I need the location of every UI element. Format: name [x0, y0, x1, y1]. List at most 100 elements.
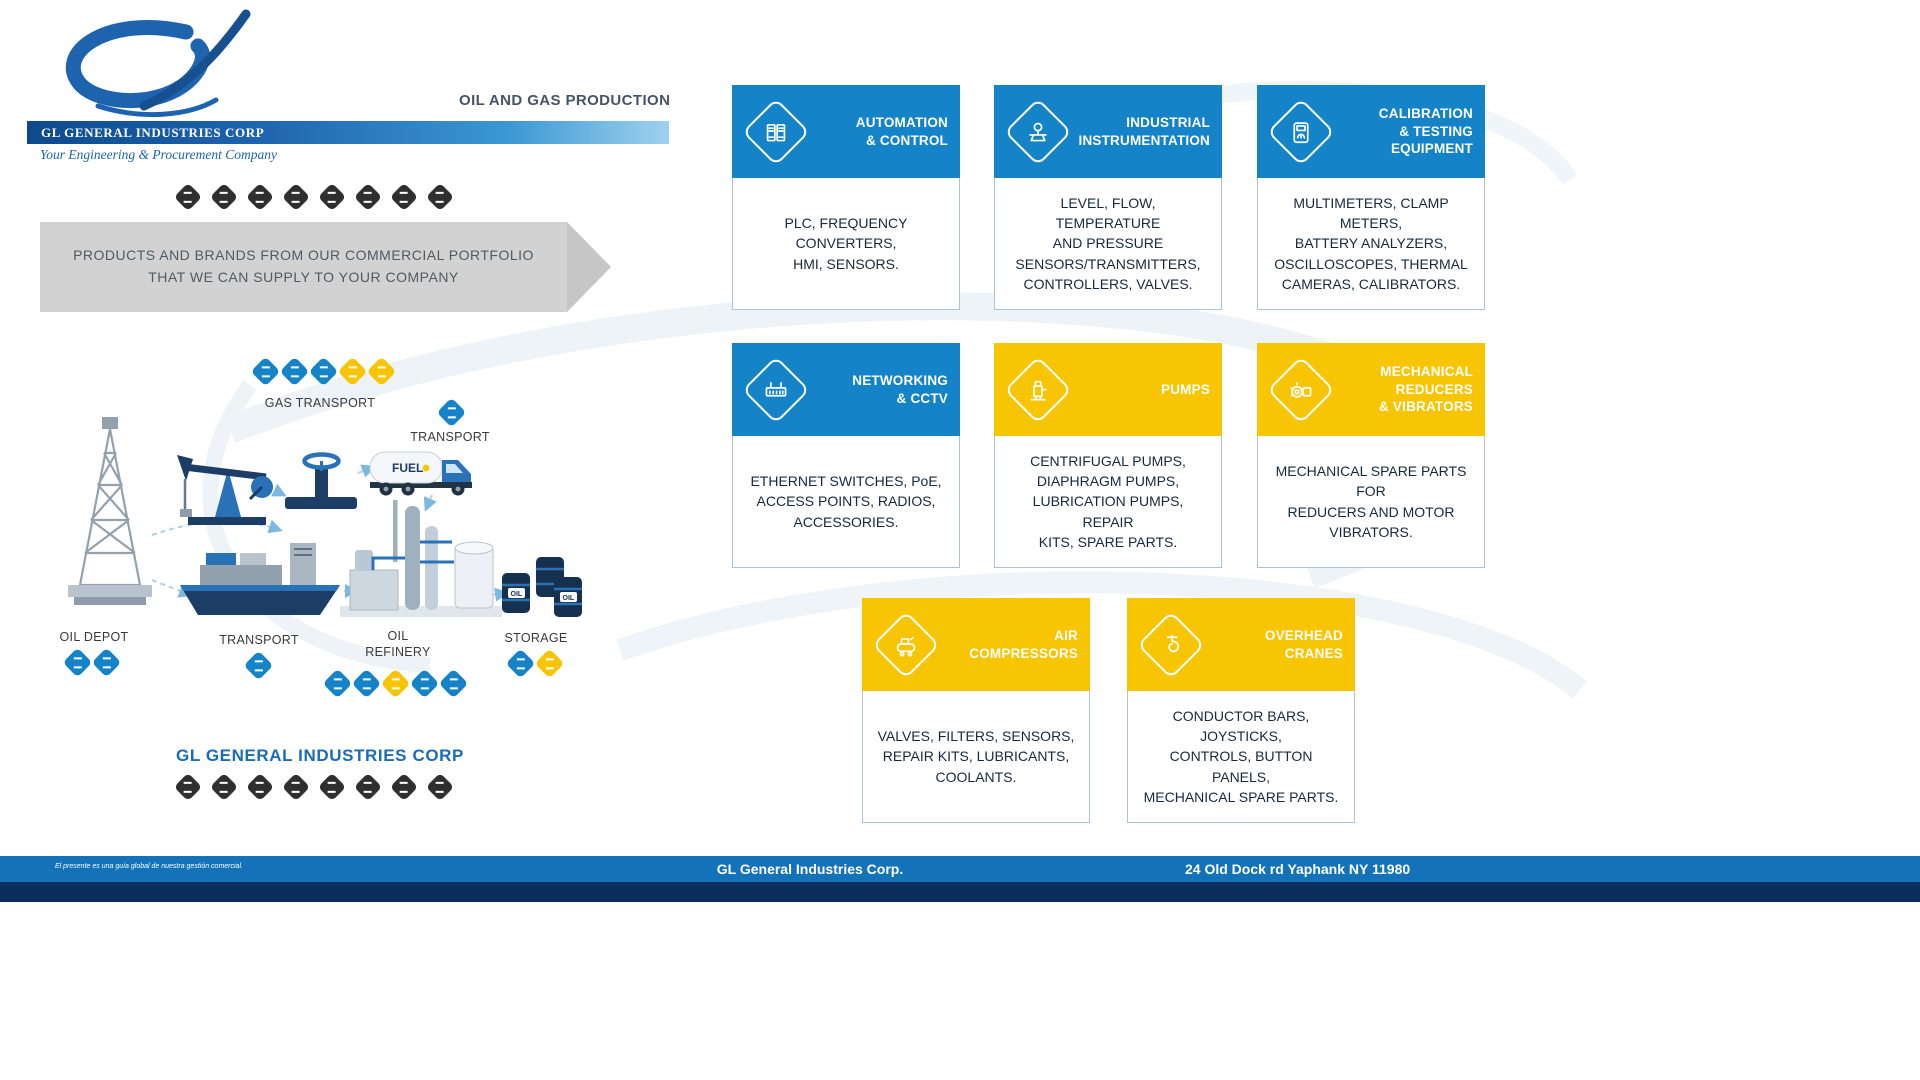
crane-hook-icon [1137, 610, 1205, 679]
instrumentation-icon [209, 772, 239, 802]
pump-icon [91, 647, 122, 678]
refinery-illustration [340, 500, 502, 617]
piping-icon [409, 668, 440, 699]
footer-company: GL General Industries Corp. [716, 861, 904, 877]
card-networking-cctv: NETWORKING & CCTV ETHERNET SWITCHES, PoE… [732, 343, 960, 568]
portfolio-banner: PRODUCTS AND BRANDS FROM OUR COMMERCIAL … [40, 222, 611, 312]
storage-icons [505, 648, 565, 679]
valve-icon [337, 356, 368, 387]
networking-icon [281, 182, 311, 212]
safety-icon [380, 668, 411, 699]
card-body: CONDUCTOR BARS, JOYSTICKS, CONTROLS, BUT… [1127, 691, 1355, 823]
fuel-truck-illustration: FUEL [369, 451, 472, 496]
transport-top-icons [436, 397, 467, 428]
footer-address: 24 Old Dock rd Yaphank NY 11980 [1185, 861, 1411, 877]
fuel-truck-label: FUEL [392, 461, 423, 475]
company-tagline: Your Engineering & Procurement Company [40, 147, 277, 162]
card-calibration-testing: CALIBRATION & TESTING EQUIPMENT MULTIMET… [1257, 85, 1485, 310]
gear-reducer-icon [1267, 355, 1335, 424]
footer-note: El presente es una guía global de nuestr… [55, 863, 243, 870]
card-title: AIR COMPRESSORS [969, 627, 1078, 661]
ethernet-switch-icon [742, 355, 810, 424]
card-header: NETWORKING & CCTV [732, 343, 960, 436]
cranes-icon [425, 772, 455, 802]
card-title: CALIBRATION & TESTING EQUIPMENT [1378, 106, 1473, 157]
column-icon [322, 668, 353, 699]
pipeline-valve-illustration [285, 452, 357, 509]
card-title: MECHANICAL REDUCERS & VIBRATORS [1379, 364, 1473, 415]
tank-icon [438, 668, 469, 699]
card-header: AIR COMPRESSORS [862, 598, 1090, 691]
transport-ship-icons [243, 650, 274, 681]
pumps-icon [317, 772, 347, 802]
oil-derrick-illustration [68, 417, 152, 605]
tanker-truck-icon [436, 397, 467, 428]
card-mechanical-reducers: MECHANICAL REDUCERS & VIBRATORS MECHANIC… [1257, 343, 1485, 568]
pump-icon [1004, 355, 1072, 424]
card-title: INDUSTRIAL INSTRUMENTATION [1078, 114, 1210, 148]
automation-icon [173, 772, 203, 802]
card-body: VALVES, FILTERS, SENSORS, REPAIR KITS, L… [862, 691, 1090, 823]
card-title: OVERHEAD CRANES [1264, 627, 1343, 661]
card-body: MULTIMETERS, CLAMP METERS, BATTERY ANALY… [1257, 178, 1485, 310]
tanker-truck-icon [250, 356, 281, 387]
top-icon-strip [173, 182, 455, 212]
card-industrial-instrumentation: INDUSTRIAL INSTRUMENTATION LEVEL, FLOW, … [994, 85, 1222, 310]
card-header: AUTOMATION & CONTROL [732, 85, 960, 178]
plc-icon [742, 97, 810, 166]
card-body: MECHANICAL SPARE PARTS FOR REDUCERS AND … [1257, 436, 1485, 568]
label-oil-refinery: OIL REFINERY [365, 629, 431, 660]
pump-icon [366, 356, 397, 387]
label-oil-depot: OIL DEPOT [59, 630, 129, 644]
rig-equipment-icon [62, 647, 93, 678]
compressor-unit-icon [308, 356, 339, 387]
footer-navy-strip [0, 882, 1920, 902]
safety-icon [534, 648, 565, 679]
label-transport-ship: TRANSPORT [219, 633, 299, 647]
instrument-valve-icon [1004, 97, 1072, 166]
multimeter-icon [1267, 97, 1335, 166]
oil-depot-icons [62, 647, 122, 678]
air-compressor-icon [872, 610, 940, 679]
refinery-icons [322, 668, 469, 699]
compressors-icon [389, 182, 419, 212]
diagram-caption: GL GENERAL INDUSTRIES CORP [176, 746, 464, 765]
card-body: CENTRIFUGAL PUMPS, DIAPHRAGM PUMPS, LUBR… [994, 436, 1222, 568]
company-name-bar: GL GENERAL INDUSTRIES CORP [27, 121, 669, 144]
card-automation-control: AUTOMATION & CONTROL PLC, FREQUENCY CONV… [732, 85, 960, 310]
card-title: AUTOMATION & CONTROL [855, 114, 948, 148]
ship-equipment-icon [243, 650, 274, 681]
card-title: PUMPS [1160, 381, 1210, 397]
card-header: CALIBRATION & TESTING EQUIPMENT [1257, 85, 1485, 178]
networking-icon [281, 772, 311, 802]
calibration-icon [245, 772, 275, 802]
page-title: OIL AND GAS PRODUCTION [459, 92, 671, 109]
reducers-icon [353, 182, 383, 212]
gas-transport-icons [250, 356, 397, 387]
card-overhead-cranes: OVERHEAD CRANES CONDUCTOR BARS, JOYSTICK… [1127, 598, 1355, 823]
card-body: ETHERNET SWITCHES, PoE, ACCESS POINTS, R… [732, 436, 960, 568]
cargo-ship-illustration [180, 543, 340, 615]
oil-barrel-label: OIL [511, 591, 523, 598]
card-header: PUMPS [994, 343, 1222, 436]
trailer-icon [279, 356, 310, 387]
card-body: LEVEL, FLOW, TEMPERATURE AND PRESSURE SE… [994, 178, 1222, 310]
supply-chain-diagram: FUEL [40, 345, 620, 707]
bottom-icon-strip [173, 772, 455, 802]
label-transport-top: TRANSPORT [410, 430, 490, 444]
supply-chain-illustration: FUEL [68, 417, 582, 617]
card-header: MECHANICAL REDUCERS & VIBRATORS [1257, 343, 1485, 436]
card-header: INDUSTRIAL INSTRUMENTATION [994, 85, 1222, 178]
barrel-icon [505, 648, 536, 679]
compressors-icon [389, 772, 419, 802]
reducers-icon [353, 772, 383, 802]
card-body: PLC, FREQUENCY CONVERTERS, HMI, SENSORS. [732, 178, 960, 310]
pumps-icon [317, 182, 347, 212]
label-gas-transport: GAS TRANSPORT [264, 396, 376, 410]
card-pumps: PUMPS CENTRIFUGAL PUMPS, DIAPHRAGM PUMPS… [994, 343, 1222, 568]
cranes-icon [425, 182, 455, 212]
footer-bar [0, 856, 1920, 882]
card-header: OVERHEAD CRANES [1127, 598, 1355, 691]
card-air-compressors: AIR COMPRESSORS VALVES, FILTERS, SENSORS… [862, 598, 1090, 823]
